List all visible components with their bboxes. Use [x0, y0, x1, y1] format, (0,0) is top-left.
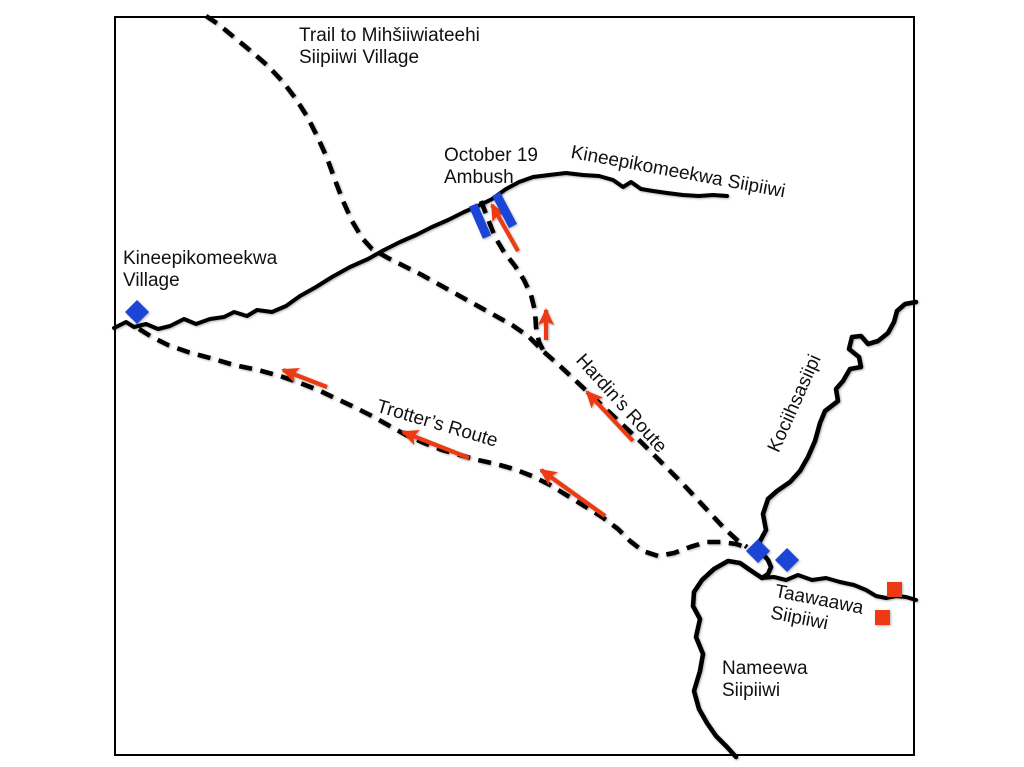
label-line: Village	[123, 270, 180, 291]
label-river-nameewa: Nameewa Siipiiwi	[722, 658, 808, 702]
village-diamond-confluence-2	[775, 548, 799, 572]
hardin-advance-arrow-2	[585, 390, 635, 443]
river-nameewa-line	[690, 558, 765, 760]
advance-arrows-layer	[281, 203, 635, 518]
village-markers-layer	[125, 300, 799, 572]
ambush-bar-west	[468, 203, 492, 239]
river-kociihsasiipi-line	[756, 299, 919, 581]
camp-square-north	[887, 582, 902, 597]
trail-hardin-line	[542, 350, 749, 549]
ambush-bar-east	[492, 191, 517, 229]
label-line: Siipiiwi Village	[299, 47, 420, 68]
map-border	[114, 16, 915, 756]
ambush-advance-arrow	[490, 203, 520, 253]
camp-markers-layer	[875, 582, 902, 625]
trail-north-line	[204, 14, 545, 353]
trotter-advance-arrow-1	[281, 367, 328, 389]
label-line: Siipiiwi	[722, 680, 781, 701]
village-diamond-confluence-1	[746, 539, 770, 563]
village-diamond-kineepikomeekwa	[125, 300, 149, 324]
label-october-19-ambush: October 19 Ambush	[444, 145, 538, 189]
label-line: Kineepikomeekwa	[123, 248, 278, 269]
label-line: Trail to Mihšiiwiateehi	[299, 25, 480, 46]
trotter-advance-arrow-2	[401, 430, 470, 460]
trotter-advance-arrow-3	[539, 468, 607, 518]
label-line: Nameewa	[722, 658, 808, 679]
trail-ambush-line	[478, 200, 547, 354]
label-line: Ambush	[444, 167, 514, 188]
ambush-bars-layer	[468, 191, 517, 239]
label-kineepikomeekwa-village: Kineepikomeekwa Village	[123, 248, 277, 292]
label-line: October 19	[444, 145, 538, 166]
camp-square-south	[875, 610, 890, 625]
river-kineepikomeekwa-line	[112, 171, 729, 331]
label-trail-to-mihsiiwiateehi: Trail to Mihšiiwiateehi Siipiiwi Village	[299, 25, 480, 69]
